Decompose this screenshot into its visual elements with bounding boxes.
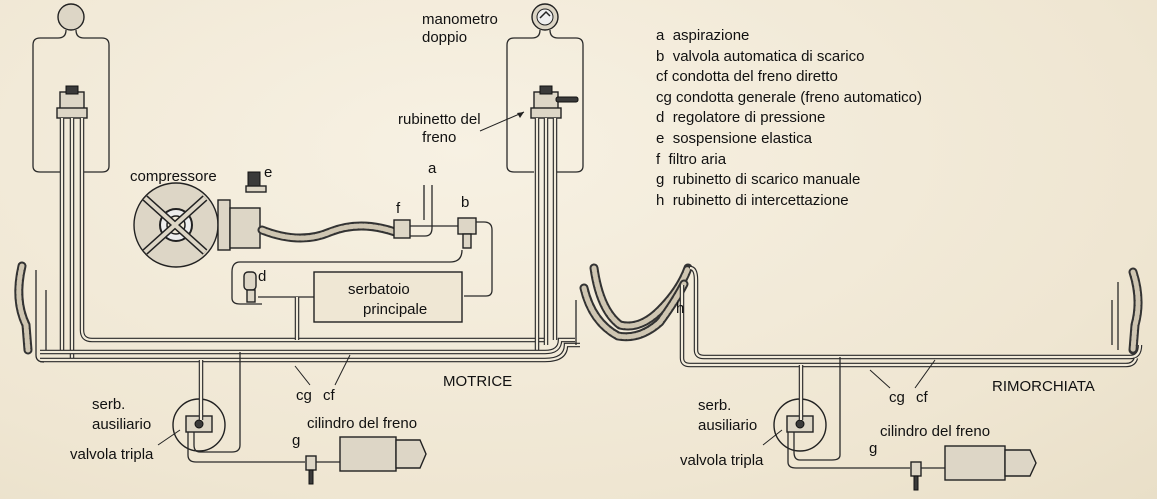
legend-item: cf condotta del freno diretto xyxy=(656,68,838,86)
legend-item: f filtro aria xyxy=(656,150,727,168)
label-cg-motrice: cg xyxy=(296,387,312,404)
legend-item: h rubinetto di intercettazione xyxy=(656,191,849,209)
label-f: f xyxy=(396,200,401,217)
label-e: e xyxy=(264,164,273,181)
legend-item: g rubinetto di scarico manuale xyxy=(656,171,861,189)
label-serbatoio-line2: principale xyxy=(363,301,428,318)
label-manometro-line2: doppio xyxy=(422,29,468,46)
legend-item: b valvola automatica di scarico xyxy=(656,47,865,65)
label-rubinetto-del-freno: rubinetto del freno xyxy=(398,111,481,147)
label-cilindro-motrice: cilindro del freno xyxy=(307,415,418,432)
auxiliary-reservoir-motrice xyxy=(172,398,226,452)
label-serb-line1: serb. xyxy=(698,397,732,414)
label-cf-motrice: cf xyxy=(323,387,335,404)
legend: a aspirazione b valvola automatica di sc… xyxy=(656,26,922,211)
label-serb-ausiliario-rimorchiata: serb. ausiliario xyxy=(698,396,757,436)
label-serb-line2: ausiliario xyxy=(92,416,152,433)
brake-cylinder-rimorchiata xyxy=(921,445,1037,481)
brake-handle-valve xyxy=(530,85,579,119)
label-serb-line2: ausiliario xyxy=(698,417,758,434)
legend-item: d regolatore di pressione xyxy=(656,109,826,127)
drain-valve-rimorchiata xyxy=(910,461,922,491)
label-rubinetto-line1: rubinetto del xyxy=(398,111,481,128)
drain-valve-motrice xyxy=(305,455,317,485)
double-pressure-gauge xyxy=(506,3,584,173)
label-d: d xyxy=(258,268,267,285)
brake-cylinder-motrice xyxy=(316,436,427,472)
main-reservoir xyxy=(313,271,463,323)
label-cf-rimorchiata: cf xyxy=(916,389,928,406)
legend-item: cg condotta generale (freno automatico) xyxy=(656,88,922,106)
label-compressore: compressore xyxy=(130,168,217,185)
label-valvola-tripla-rimorchiata: valvola tripla xyxy=(680,452,764,469)
left-pressure-gauge xyxy=(32,3,110,173)
pressure-regulator xyxy=(243,271,257,303)
label-motrice: MOTRICE xyxy=(443,373,513,390)
legend-item: a aspirazione xyxy=(656,27,750,44)
label-g-motrice: g xyxy=(292,432,301,449)
compressor xyxy=(133,171,267,268)
label-rubinetto-line2: freno xyxy=(422,129,457,146)
label-serb-line1: serb. xyxy=(92,396,126,413)
automatic-drain-valve xyxy=(457,217,477,249)
label-serbatoio-line1: serbatoio xyxy=(348,281,410,298)
label-rimorchiata: RIMORCHIATA xyxy=(992,378,1095,395)
air-filter xyxy=(393,219,411,239)
label-g-rimorchiata: g xyxy=(869,440,878,457)
left-brake-valve xyxy=(56,85,88,119)
legend-item: e sospensione elastica xyxy=(656,129,812,147)
label-a: a xyxy=(428,160,437,177)
label-cg-rimorchiata: cg xyxy=(889,389,905,406)
label-manometro-doppio: manometro doppio xyxy=(422,11,498,47)
label-h: h xyxy=(676,300,685,317)
label-serb-ausiliario-motrice: serb. ausiliario xyxy=(92,395,151,435)
label-cilindro-rimorchiata: cilindro del freno xyxy=(880,423,991,440)
label-b: b xyxy=(461,194,470,211)
label-valvola-tripla-motrice: valvola tripla xyxy=(70,446,154,463)
label-serbatoio-principale: serbatoio principale xyxy=(348,280,427,320)
label-manometro-line1: manometro xyxy=(422,11,498,28)
